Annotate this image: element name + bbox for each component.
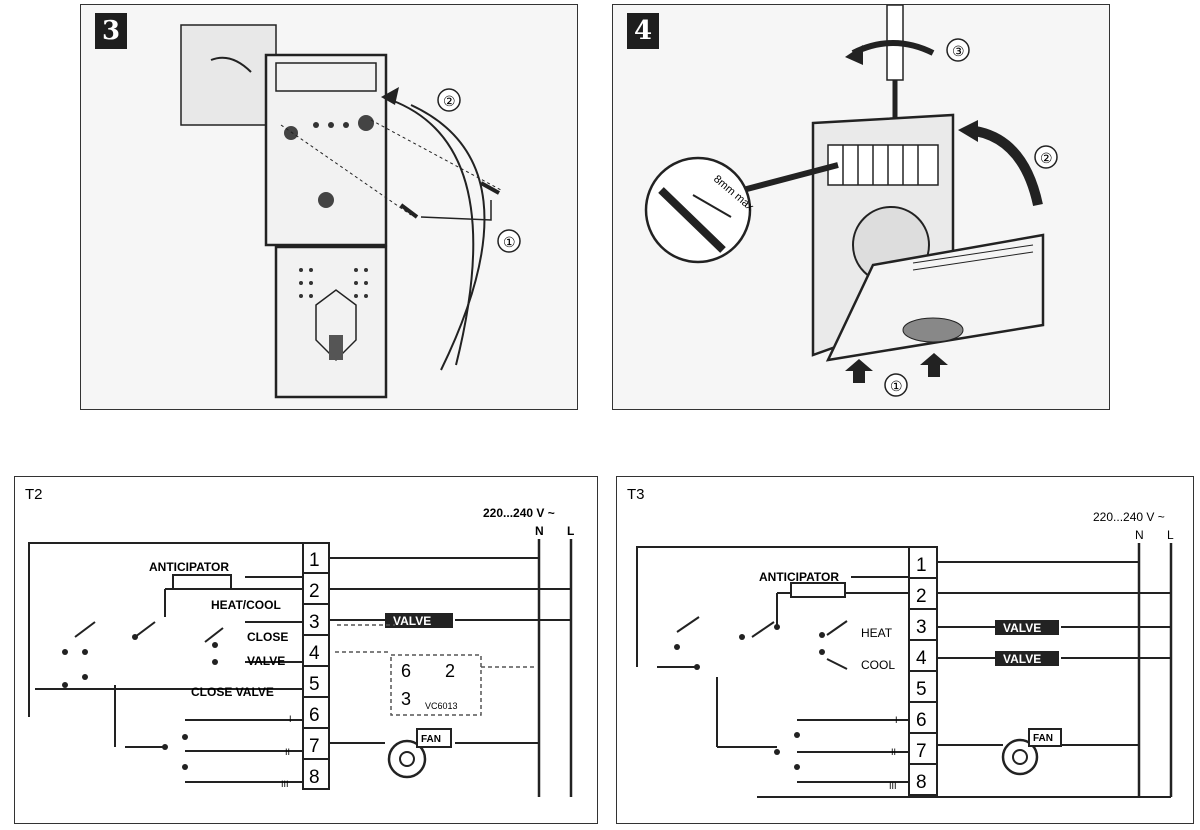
t3-valve-box-1 [995,620,1059,635]
t3-terminal-2: 2 [916,586,927,607]
marker-1-label: ① [503,234,516,250]
marker-1 [497,229,521,253]
step3-illustration: ② ① [180,24,521,399]
marker-3 [946,38,970,62]
t2-actuator-terminal-2: 2 [445,661,455,681]
t2-terminal-6: 6 [309,705,320,726]
marker-1-label: ① [890,378,903,394]
t2-terminal-3: 3 [309,612,320,633]
wire-strip-callout [644,156,752,264]
t3-line-label: L [1167,528,1174,542]
push-arrow [845,359,873,383]
t3-speed-2: II [891,747,896,757]
screw-icon [480,181,500,195]
t3-terminal-4: 4 [916,648,927,669]
step4-badge: 4 [627,13,659,49]
screw-hole-left [284,126,298,140]
t2-diagram: T2 220...240 V ~ N L 1 2 3 4 5 6 7 8 [25,486,574,797]
t2-actuator-terminal-6: 6 [401,661,411,681]
t3-terminal-1: 1 [916,555,927,576]
t3-wiring-panel: T3 220...240 V ~ N L 1 2 3 4 5 6 7 8 [616,476,1194,824]
t2-fan-label: FAN [421,734,441,745]
t3-diagram: T3 220...240 V ~ N L 1 2 3 4 5 6 7 8 [627,486,1174,798]
marker-2-label: ② [1040,150,1053,166]
t2-anticipator-resistor [172,574,232,590]
close-arrow [967,125,1043,207]
t3-speed-3: III [889,781,897,791]
t2-terminal-5: 5 [309,674,320,695]
t2-actuator-terminal-3: 3 [401,689,411,709]
t3-fan-label: FAN [1033,733,1053,744]
t3-terminal-6: 6 [916,710,927,731]
t2-actuator-box [335,624,535,716]
t2-neutral-label: N [535,524,544,538]
thermostat-cover [825,233,1045,362]
t3-heat-label: HEAT [861,626,893,640]
t3-valve-box-2-label: VALVE [1003,652,1041,666]
t3-terminal-7: 7 [916,741,927,762]
wall-plug-icon [210,56,252,73]
marker-2 [437,88,461,112]
t3-fan-icon [1001,738,1039,776]
t2-valve-label: VALVE [247,654,285,668]
t2-fan-icon [387,739,427,779]
t2-valve-box-label: VALVE [393,614,431,628]
terminal-block [827,144,939,186]
t3-supply-label: 220...240 V ~ [1093,510,1165,524]
screw-hole-right [358,115,374,131]
t2-supply-label: 220...240 V ~ [483,506,555,520]
t3-anticipator-resistor [790,582,846,598]
push-arrow [920,353,948,377]
t2-actuator-model: VC6013 [425,701,458,711]
t2-speed-3: III [281,779,289,789]
t3-valve-box-1-label: VALVE [1003,621,1041,635]
marker-1 [884,373,908,397]
step3-panel: 3 ② ① [80,4,578,410]
step4-illustration: ③ ② ① 8mm max [644,5,1058,397]
t3-speed-1: I [895,715,898,725]
t3-neutral-label: N [1135,528,1144,542]
screw-icon [399,203,419,219]
t3-anticipator-label: ANTICIPATOR [759,570,839,584]
t2-terminal-2: 2 [309,581,320,602]
marker-2-label: ② [443,93,456,109]
t2-title: T2 [25,486,43,503]
t3-terminal-3: 3 [916,617,927,638]
t2-terminal-1: 1 [309,550,320,571]
wall-plate [180,24,277,126]
t2-close-label: CLOSE [247,630,288,644]
step3-badge: 3 [95,13,127,49]
t3-valve-box-2 [995,651,1059,666]
base-plate-upper [264,53,388,247]
marker-2 [1034,145,1058,169]
t3-cool-label: COOL [861,658,895,672]
t2-anticipator-label: ANTICIPATOR [149,560,229,574]
t2-line-label: L [567,524,574,538]
t2-wiring-panel: T2 220...240 V ~ N L 1 2 3 4 5 6 7 8 [14,476,598,824]
marker-3-label: ③ [952,43,965,59]
t2-terminal-7: 7 [309,736,320,757]
t2-speed-1: I [289,714,292,724]
t2-close-valve-label: CLOSE VALVE [191,685,274,699]
t2-valve-box [385,613,453,628]
t2-heat-cool-label: HEAT/COOL [211,598,281,612]
dimension-arrow [692,194,732,218]
t2-speed-2: II [285,747,290,757]
t2-terminal-4: 4 [309,643,320,664]
t2-terminal-8: 8 [309,767,320,788]
base-plate-lower [274,245,388,399]
t3-terminal-5: 5 [916,679,927,700]
step4-panel: 4 ③ ② ① [612,4,1110,410]
t3-terminal-8: 8 [916,772,927,793]
t3-title: T3 [627,486,645,503]
